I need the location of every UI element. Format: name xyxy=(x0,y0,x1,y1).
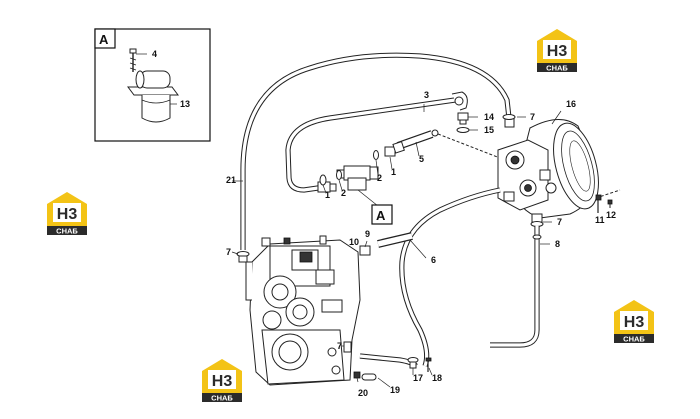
callout-c11: 11 xyxy=(595,215,605,225)
fitting-14-15 xyxy=(456,112,470,133)
fitting-17-18-19 xyxy=(361,357,432,381)
callout-c2b: 2 xyxy=(377,173,382,183)
callout-c7b: 7 xyxy=(557,217,562,227)
callout-c6: 6 xyxy=(431,255,436,265)
detail-box-letter: A xyxy=(99,32,109,47)
callout-c14: 14 xyxy=(484,112,494,122)
logo-sub-text: СНАБ xyxy=(623,335,645,344)
callout-c5: 5 xyxy=(419,154,424,164)
logo-main-text: H3 xyxy=(57,206,78,223)
callout-c13: 13 xyxy=(180,99,190,109)
callout-c21: 21 xyxy=(226,175,236,185)
callout-c7a: 7 xyxy=(530,112,535,122)
callout-c17: 17 xyxy=(413,373,423,383)
callout-c2a: 2 xyxy=(341,188,346,198)
callout-c8: 8 xyxy=(555,239,560,249)
detail-ref-a: A xyxy=(357,189,393,225)
logo-sub-text: СНАБ xyxy=(546,64,568,73)
pipe-6-section xyxy=(377,232,413,248)
logo-main-text: H3 xyxy=(547,43,568,60)
hose-8 xyxy=(490,226,542,348)
callout-c7c: 7 xyxy=(226,247,231,257)
detail-box-a: A xyxy=(94,28,211,142)
callout-c20: 20 xyxy=(358,388,368,398)
callout-c19: 19 xyxy=(390,385,400,395)
callout-c10: 10 xyxy=(349,237,359,247)
logo-sub-text: СНАБ xyxy=(56,227,78,236)
callout-c18: 18 xyxy=(432,373,442,383)
pipe-5 xyxy=(392,129,439,154)
logo-main-text: H3 xyxy=(212,373,233,390)
callout-c1a: 1 xyxy=(325,190,330,200)
callout-c15: 15 xyxy=(484,125,494,135)
bolts-11-12 xyxy=(595,189,621,213)
logo-sub-text: СНАБ xyxy=(211,394,233,403)
detail-ref-letter: A xyxy=(376,208,386,223)
callout-c1b: 1 xyxy=(391,167,396,177)
callout-c7d: 7 xyxy=(337,341,342,351)
fitting-7-left xyxy=(236,251,250,263)
bolt-4-icon xyxy=(129,48,137,72)
hose-21 xyxy=(240,52,512,250)
callout-c3: 3 xyxy=(424,90,429,100)
callout-c12: 12 xyxy=(606,210,616,220)
tee-connector xyxy=(336,165,379,191)
logo-main-text: H3 xyxy=(624,314,645,331)
callout-c4: 4 xyxy=(152,49,157,59)
pump-unit-16 xyxy=(497,114,599,227)
transmission-housing xyxy=(245,235,361,386)
callout-c16: 16 xyxy=(566,99,576,109)
callout-c9: 9 xyxy=(365,229,370,239)
filter-13-icon xyxy=(127,70,179,123)
